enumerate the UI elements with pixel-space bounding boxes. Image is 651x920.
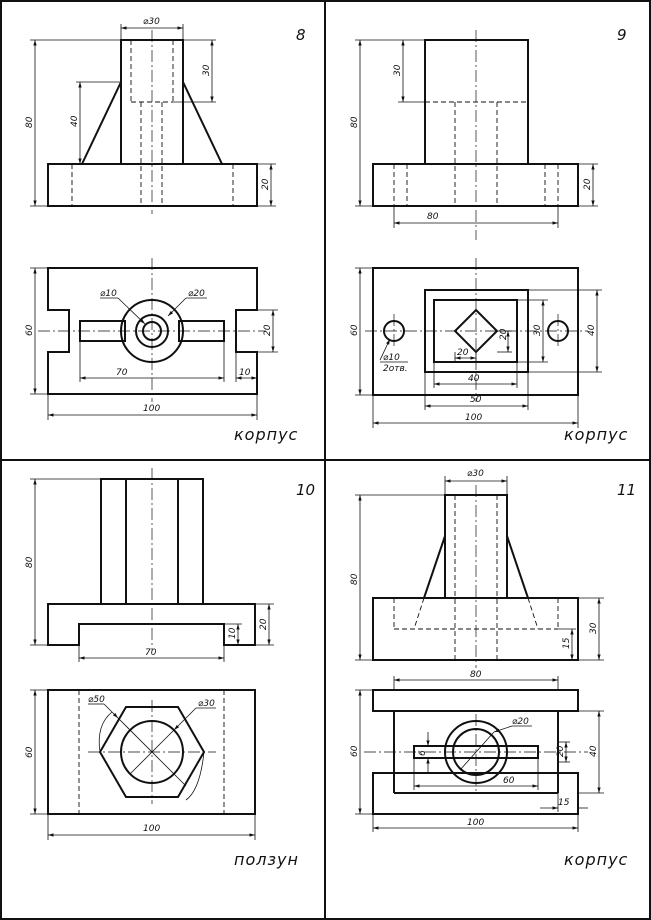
dimension-label: ⌀20 [188,289,205,299]
front-dimensions: ⌀30 80 30 15 [350,469,604,661]
dimension-label: 80 [25,116,35,128]
front-dimensions: 80 30 20 80 [350,39,598,228]
dimension-label: 80 [350,116,360,128]
dimension-label: 2отв. [383,364,408,374]
dimension-label: 100 [143,404,160,414]
dimension-label: 100 [143,824,160,834]
front-view [372,485,579,668]
dimension-label: 100 [465,413,482,423]
dimension-label: 80 [427,212,439,222]
dimension-label: ⌀10 [383,353,400,363]
dimension-label: 20 [583,178,593,190]
panel-number: 9 [617,26,627,44]
panel-8: 8 корпус ⌀30 30 [25,17,306,444]
dimension-label: 80 [350,573,360,585]
dimension-label: 60 [25,324,35,336]
dimension-label: 6 [418,750,428,756]
dimension-label: ⌀50 [88,695,105,705]
dimension-label: ⌀20 [512,717,529,727]
panel-number: 8 [296,26,306,44]
dimension-label: 10 [239,368,251,378]
panel-10: 10 ползун 80 20 10 70 [25,468,315,869]
top-dimensions: ⌀10 ⌀20 60 20 70 10 100 [25,267,278,420]
dimension-label: 70 [116,368,128,378]
panel-caption: корпус [564,425,628,444]
dimension-label: 40 [468,374,480,384]
dimension-label: ⌀30 [198,699,215,709]
dimension-label: 60 [25,746,35,758]
top-dimensions: ⌀50 ⌀30 60 100 [25,689,256,840]
dimension-label: 20 [261,178,271,190]
dimension-label: 10 [228,627,238,639]
dimension-label: 15 [562,637,572,649]
dimension-label: 60 [350,745,360,757]
dimension-label: 40 [587,324,597,336]
front-view [47,30,258,214]
dimension-label: 30 [589,622,599,634]
dimension-label: 20 [457,348,469,358]
dimension-label: 40 [70,115,80,127]
dimension-label: 60 [350,324,360,336]
dimension-label: 40 [589,745,599,757]
front-view [372,30,579,240]
top-dimensions: 60 ⌀10 2отв. 20 20 30 40 40 [350,267,602,428]
dimension-label: ⌀10 [100,289,117,299]
dimension-label: 100 [467,818,484,828]
dimension-label: 20 [263,324,273,336]
dimension-label: 20 [556,745,566,757]
dimension-label: 20 [259,618,269,630]
dimension-label: ⌀30 [467,469,484,479]
dimension-label: 20 [499,328,509,340]
panel-11: 11 корпус ⌀30 80 [350,469,636,869]
panel-number: 11 [617,481,636,499]
dimension-label: 60 [503,776,515,786]
panel-caption: корпус [564,850,628,869]
dimension-label: 30 [533,324,543,336]
panel-caption: ползун [234,850,299,869]
front-dimensions: 80 20 10 70 [25,478,274,662]
front-view [47,468,256,650]
front-dimensions: ⌀30 30 80 40 20 [25,17,276,207]
top-view [38,258,266,402]
top-view [364,689,588,815]
dimension-label: ⌀30 [143,17,160,27]
dimension-label: 80 [470,670,482,680]
dimension-label: 50 [470,395,482,405]
top-view [47,689,256,815]
dimension-label: 80 [25,556,35,568]
panel-caption: корпус [234,425,298,444]
top-dimensions: 80 ⌀20 6 20 40 60 60 [350,670,604,832]
panel-number: 10 [296,481,315,499]
dimension-label: 30 [202,64,212,76]
dimension-label: 30 [393,64,403,76]
panel-9: 9 корпус 80 30 20 [350,26,628,444]
dimension-label: 15 [558,798,570,808]
dimension-label: 70 [145,648,157,658]
